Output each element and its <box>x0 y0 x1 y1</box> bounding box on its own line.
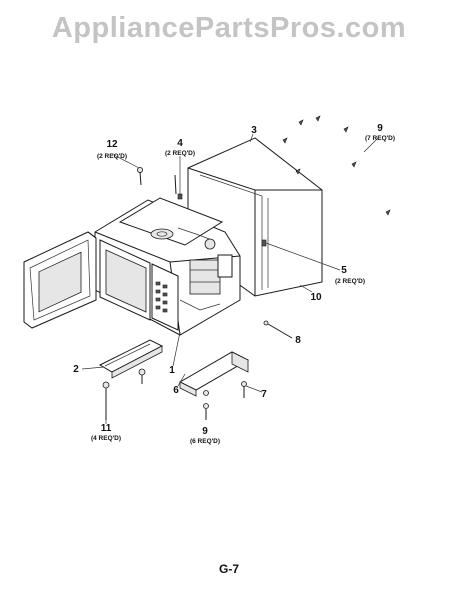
svg-text:(2 REQ'D): (2 REQ'D) <box>97 153 127 160</box>
svg-text:5: 5 <box>341 265 347 276</box>
callout-7: 7 <box>261 389 267 400</box>
callout-3: 3 <box>251 125 257 136</box>
svg-text:11: 11 <box>101 423 112 434</box>
screw-8 <box>263 320 293 339</box>
callout-9-top: 9 (7 REQ'D) <box>365 123 395 142</box>
svg-text:9: 9 <box>377 123 383 134</box>
callout-12: 12 (2 REQ'D) <box>97 139 127 160</box>
right-bracket <box>178 351 250 397</box>
svg-text:(4 REQ'D): (4 REQ'D) <box>91 435 121 442</box>
callout-9-bottom: 9 (6 REQ'D) <box>190 426 220 445</box>
callout-8: 8 <box>295 335 301 346</box>
callout-1: 1 <box>169 365 175 376</box>
screws-9-top <box>282 115 391 216</box>
svg-text:4: 4 <box>177 138 183 149</box>
svg-text:(6 REQ'D): (6 REQ'D) <box>190 438 220 445</box>
callout-2: 2 <box>73 364 79 375</box>
svg-text:9: 9 <box>202 426 208 437</box>
svg-text:1: 1 <box>169 365 175 376</box>
door <box>23 231 97 329</box>
page-identifier: G-7 <box>218 562 239 576</box>
svg-text:(2 REQ'D): (2 REQ'D) <box>335 278 365 285</box>
svg-text:(2 REQ'D): (2 REQ'D) <box>165 150 195 157</box>
control-keypad <box>155 281 168 313</box>
callout-labels: 12 (2 REQ'D) 4 (2 REQ'D) 3 9 (7 REQ'D) 5… <box>73 123 395 445</box>
callout-10: 10 <box>310 292 322 303</box>
svg-text:7: 7 <box>261 389 267 400</box>
screw-12 <box>136 166 143 186</box>
callout-4: 4 (2 REQ'D) <box>165 138 195 157</box>
callout-5: 5 (2 REQ'D) <box>335 265 365 285</box>
svg-text:6: 6 <box>173 385 179 396</box>
svg-text:2: 2 <box>73 364 79 375</box>
svg-text:(7 REQ'D): (7 REQ'D) <box>365 135 395 142</box>
leader-lines <box>81 133 379 424</box>
svg-text:10: 10 <box>310 292 322 303</box>
callout-11: 11 (4 REQ'D) <box>91 423 121 442</box>
callout-6: 6 <box>173 385 179 396</box>
screw-4 <box>174 174 183 200</box>
screw-7 <box>241 381 247 398</box>
svg-text:8: 8 <box>295 335 301 346</box>
svg-text:12: 12 <box>106 139 118 150</box>
screws-9-bottom <box>203 390 209 420</box>
chassis <box>94 197 241 336</box>
left-bracket <box>98 339 164 379</box>
svg-text:3: 3 <box>251 125 257 136</box>
screws-11 <box>102 368 146 420</box>
watermark-logo: AppliancePartsPros.com <box>51 12 407 44</box>
fasteners <box>102 115 391 420</box>
